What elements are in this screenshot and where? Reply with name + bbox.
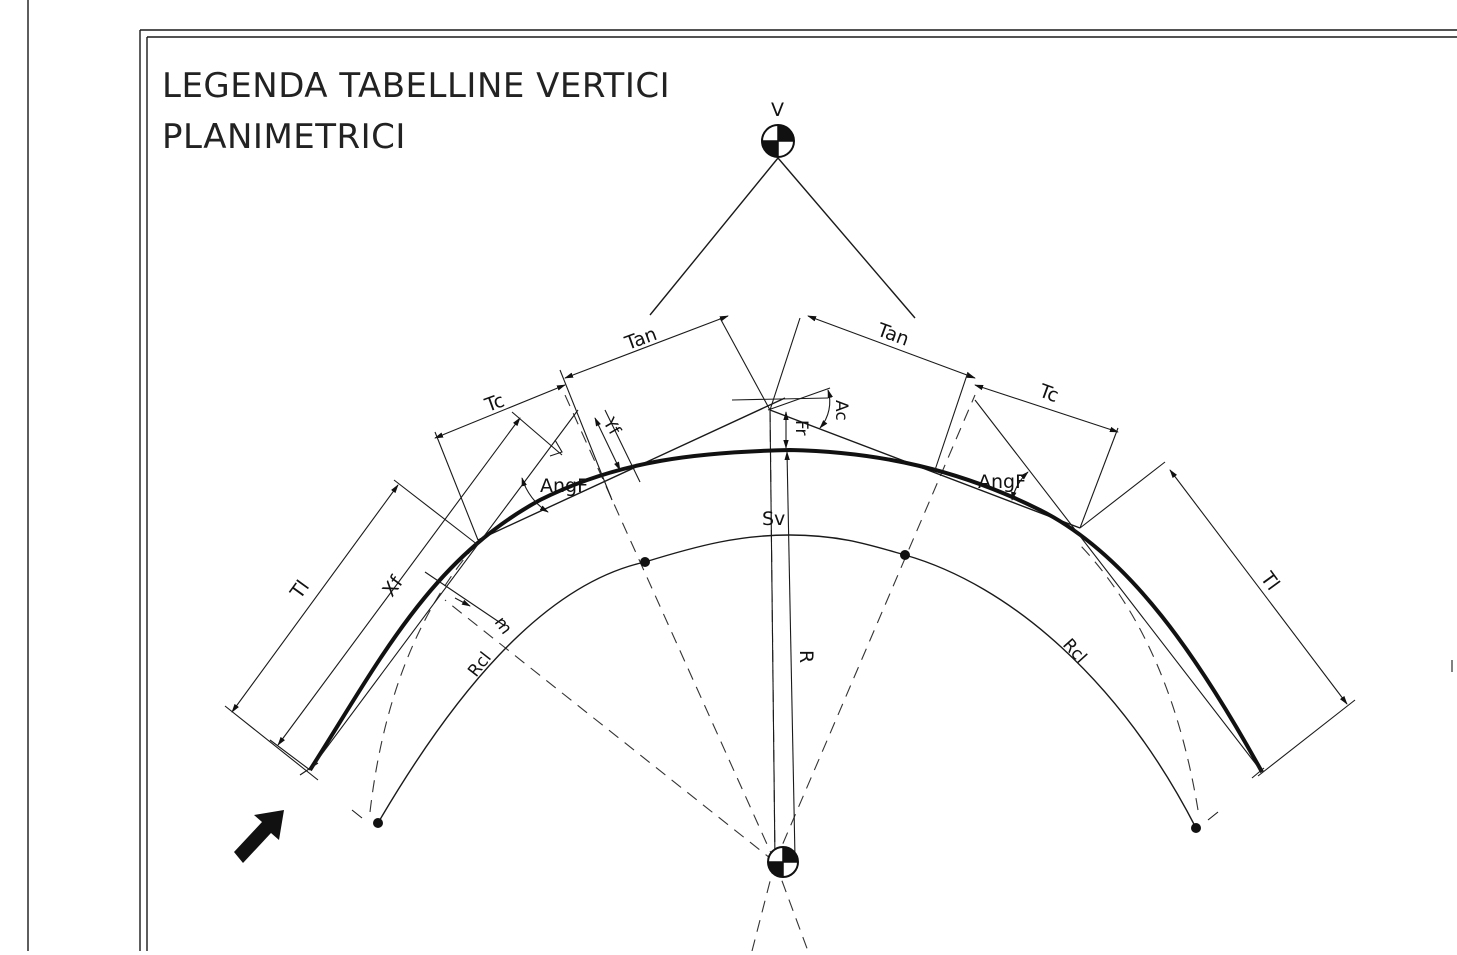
dim-r: [784, 451, 796, 859]
center-target-icon: [767, 846, 799, 878]
dim-tc-right: [974, 384, 1119, 529]
dim-m: [424, 571, 506, 627]
dim-tan-left: [559, 315, 729, 501]
legend-title-line-1: LEGENDA TABELLINE VERTICI: [162, 66, 670, 106]
tc-left-label: Tc: [481, 390, 507, 417]
vertex-target-icon: [761, 124, 795, 158]
sv-label: Sv: [762, 508, 785, 530]
tl-left-label: Tl: [286, 576, 314, 603]
tangent-lines: [477, 317, 1081, 863]
dim-angf-left: [521, 477, 549, 513]
sheet-border: [27, 0, 1457, 951]
road-axis-curve: [308, 447, 1264, 773]
tan-right-label: Tan: [873, 319, 912, 351]
dim-angf-right: [1011, 471, 1029, 501]
arc-points: [373, 550, 1201, 833]
legend-title-line-2: PLANIMETRICI: [162, 117, 406, 157]
dim-tan-right: [807, 315, 976, 471]
tc-right-label: Tc: [1035, 380, 1061, 407]
angf-right-label: AngF: [978, 471, 1026, 493]
direction-arrow-icon: [234, 810, 284, 863]
dim-tl-right: [1079, 461, 1356, 777]
inner-radius-arc: [377, 534, 1197, 829]
rcl-right-label: Rcl: [1058, 635, 1090, 668]
dim-yf: [549, 409, 641, 483]
r-label: R: [795, 650, 817, 663]
dim-tl-left: [224, 479, 479, 781]
fr-label: Fr: [791, 420, 811, 436]
tan-left-label: Tan: [621, 323, 660, 355]
ac-label: Ac: [831, 400, 851, 421]
tl-right-label: Tl: [1255, 567, 1283, 594]
vertex-label: V: [771, 99, 784, 121]
yf-label: Yf: [598, 414, 625, 440]
vertex-lines: [649, 157, 916, 319]
dim-ac: [819, 389, 833, 429]
dim-xf: [269, 411, 563, 771]
angf-left-label: AngF: [540, 475, 588, 497]
rcl-left-label: Rcl: [464, 648, 496, 681]
m-label: m: [490, 613, 516, 638]
